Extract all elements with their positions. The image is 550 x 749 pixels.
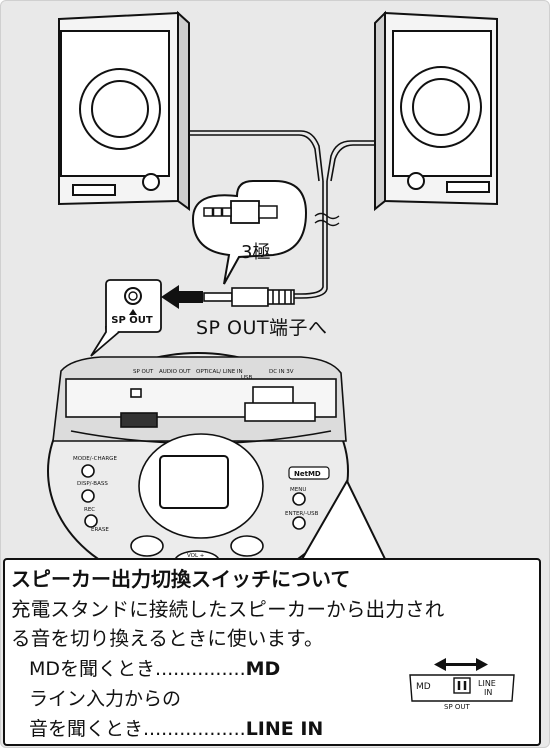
info-box: スピーカー出力切換スイッチについて 充電スタンドに接続したスピーカーから出力され…: [3, 558, 541, 746]
left-speaker: [58, 10, 190, 211]
switch-label-sp-out: SP OUT: [444, 703, 471, 711]
button-label-vol: VOL +: [187, 553, 205, 559]
double-arrow-icon: [434, 658, 488, 671]
insert-arrow: [161, 285, 203, 309]
line-in-value: LINE IN: [245, 718, 324, 740]
line-in-text-1: ライン入力からの: [29, 688, 182, 710]
button-label-disp: DISP/-BASS: [77, 481, 108, 487]
charging-stand: [47, 352, 349, 590]
info-title: スピーカー出力切換スイッチについて: [11, 567, 351, 591]
button-label-menu: MENU: [290, 487, 306, 493]
jack-type-label: 3極: [241, 242, 271, 263]
line-in-row-line-1: ライン入力からの: [29, 684, 181, 711]
right-speaker: [374, 10, 498, 212]
switch-label-in: IN: [484, 688, 492, 697]
line-in-text-2: 音を聞くとき.................: [29, 718, 246, 740]
info-desc-line-2: る音を切り換えるときに使います。: [11, 627, 324, 650]
sp-out-port-callout: [90, 279, 162, 357]
button-label-mode: MODE/-CHARGE: [73, 456, 117, 462]
line-in-row-line-2: 音を聞くとき.................LINE IN: [29, 714, 323, 741]
sp-out-connect-label: SP OUT端子へ: [196, 317, 328, 339]
switch-label-md: MD: [416, 682, 431, 692]
switch-label-line: LINE: [478, 679, 496, 688]
port-label-usb: USB: [241, 375, 253, 381]
info-desc-line-1: 充電スタンドに接続したスピーカーから出力され: [11, 598, 445, 621]
port-label-dc-in: DC IN 3V: [269, 369, 294, 375]
button-label-erase: ERASE: [91, 527, 109, 533]
charging-stand-labels: SP OUT AUDIO OUT OPTICAL/ LINE IN USB DC…: [73, 369, 321, 559]
md-mode-row: MDを聞くとき...............MD: [29, 654, 280, 681]
port-label-audio-out: AUDIO OUT: [159, 369, 191, 375]
speaker-cables: [189, 130, 375, 299]
md-mode-text: MDを聞くとき...............: [29, 658, 246, 680]
info-description: 充電スタンドに接続したスピーカーから出力され る音を切り換えるときに使います。: [11, 595, 539, 653]
stereo-plug: [203, 287, 295, 307]
sp-out-switch: MD LINE IN SP OUT: [409, 658, 515, 711]
button-label-rec: REC: [84, 507, 95, 513]
button-label-enter: ENTER/-USB: [285, 511, 319, 517]
sp-out-port-label: SP OUT: [111, 315, 153, 326]
switch-knob: [453, 677, 471, 694]
netmd-badge: NetMD: [294, 470, 321, 478]
md-mode-value: MD: [245, 658, 281, 680]
jack-callout: [191, 180, 308, 285]
port-label-sp-out: SP OUT: [133, 369, 154, 375]
port-label-optical: OPTICAL/ LINE IN: [196, 369, 243, 375]
